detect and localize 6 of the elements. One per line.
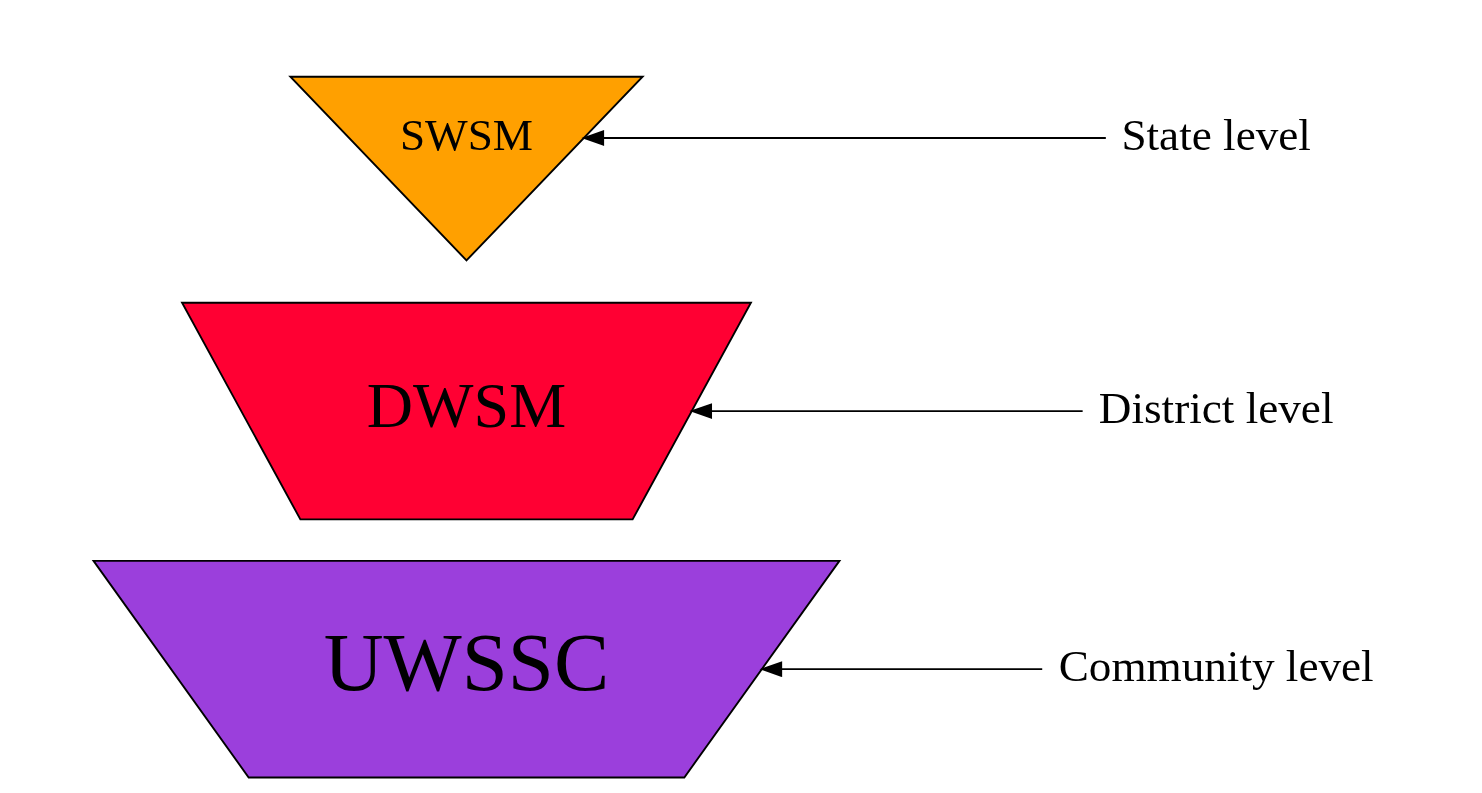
node-text: Community level <box>1058 640 1374 691</box>
arrow <box>688 403 1084 419</box>
node-text: District level <box>1098 382 1333 433</box>
node-text: State level <box>1120 109 1311 160</box>
arrow <box>581 130 1107 146</box>
arrow <box>759 661 1043 678</box>
